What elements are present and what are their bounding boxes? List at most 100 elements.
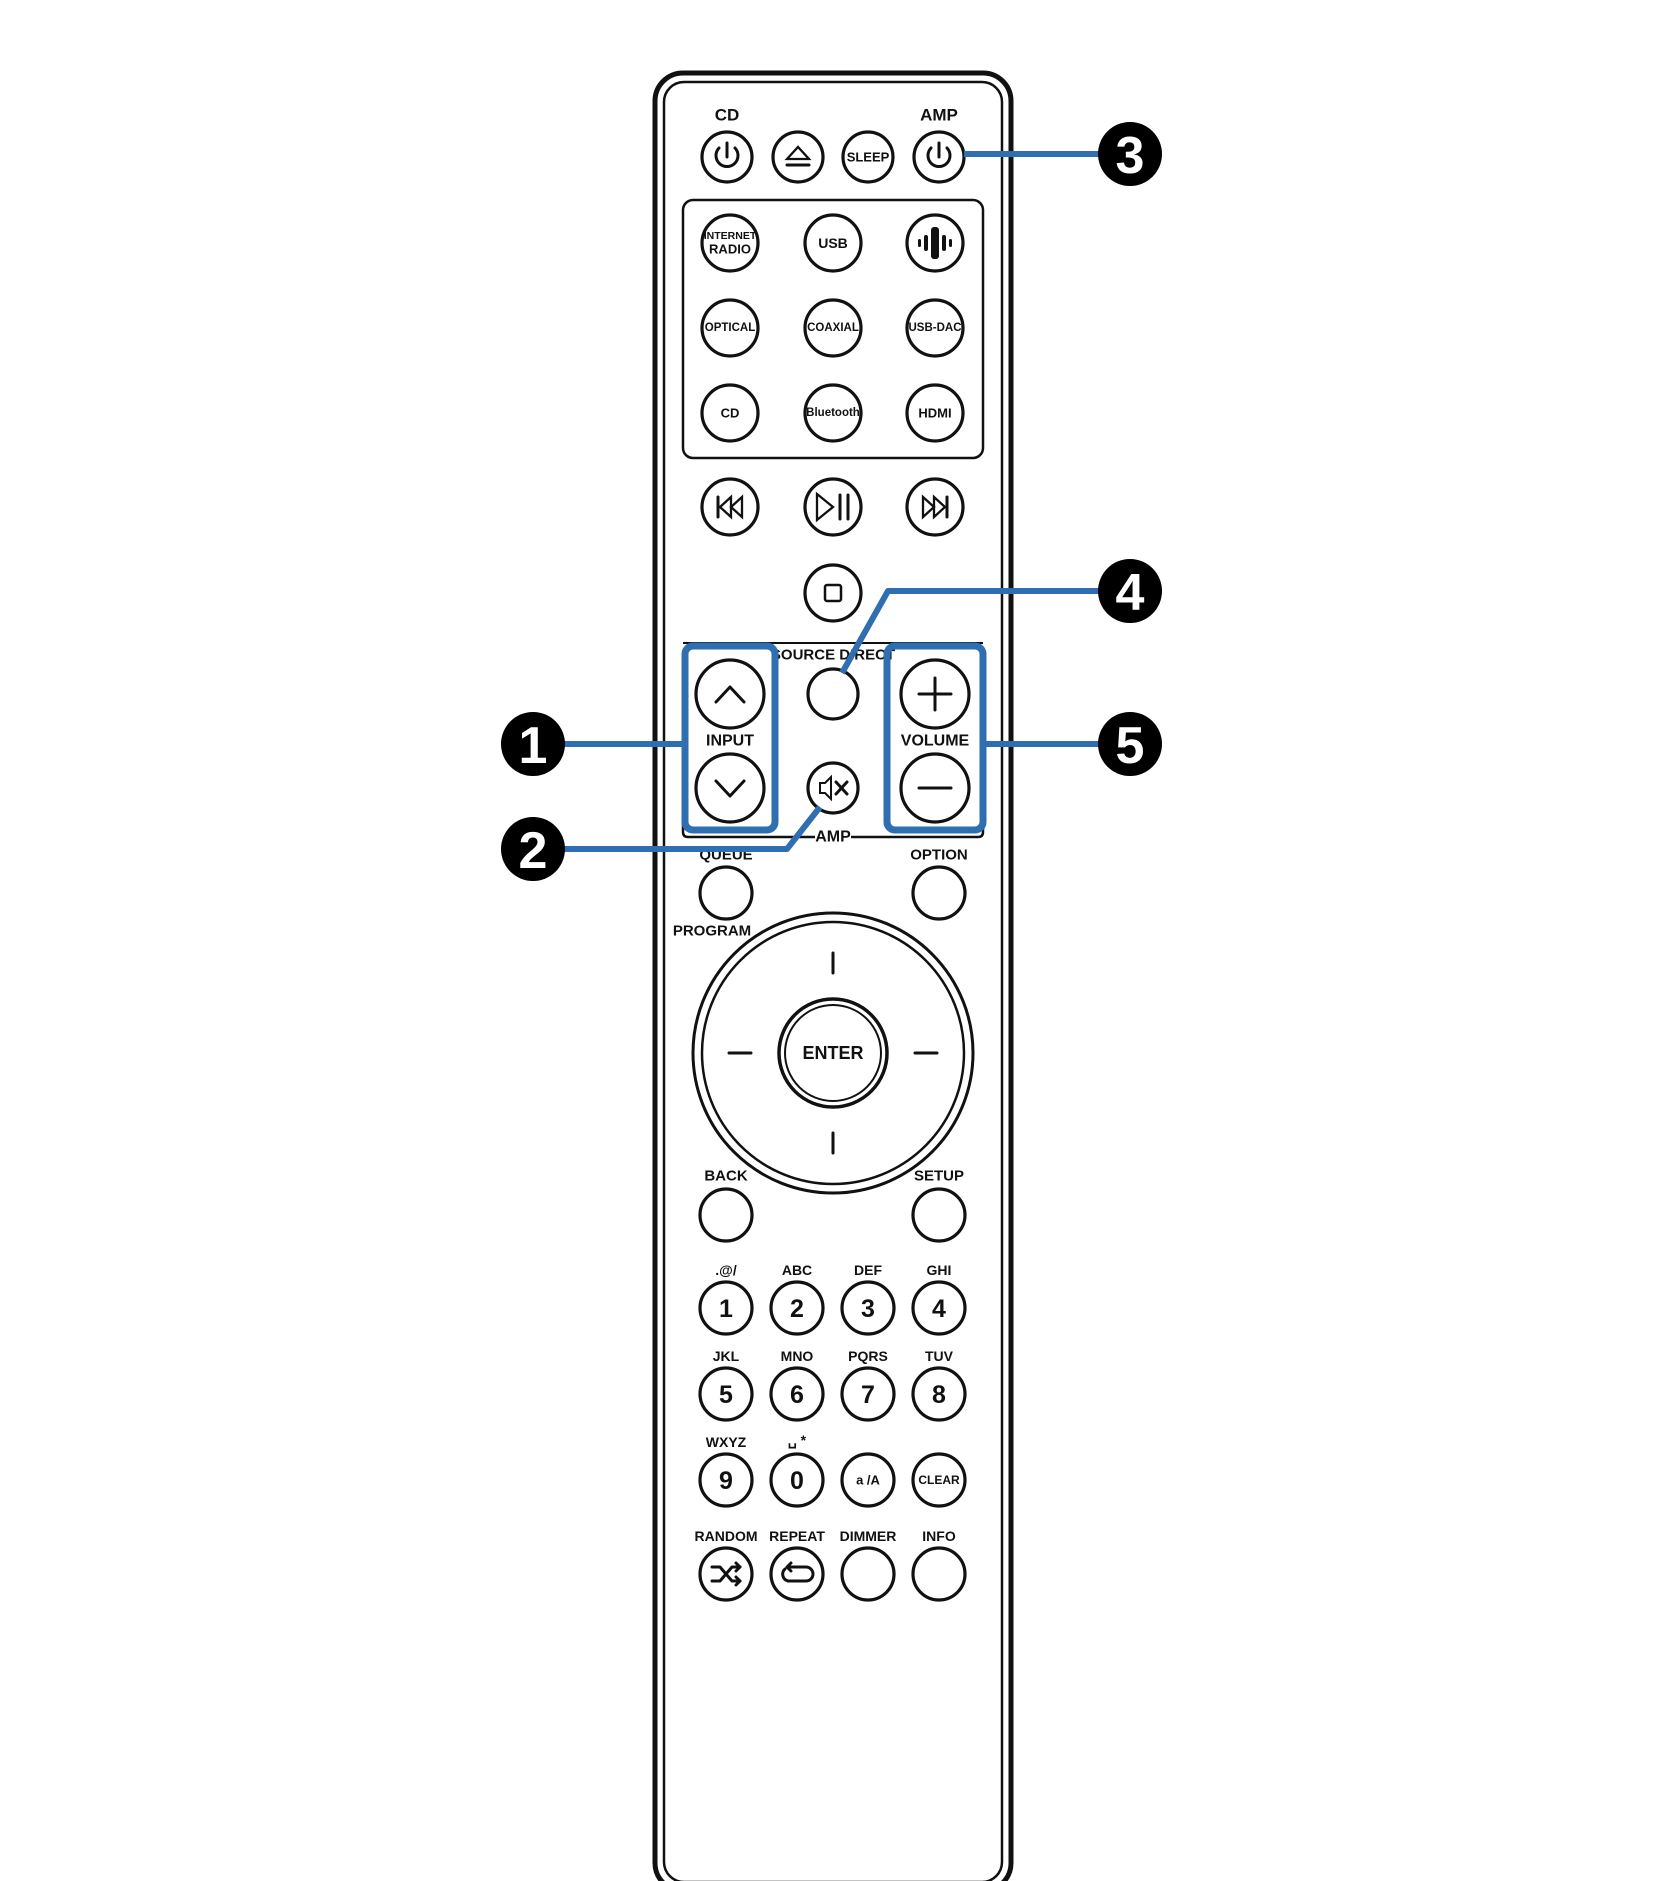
- usb-button[interactable]: USB: [803, 213, 863, 273]
- enter-button[interactable]: ENTER: [777, 997, 889, 1109]
- info-label: INFO: [922, 1528, 956, 1544]
- key-0[interactable]: 0: [769, 1452, 825, 1508]
- key-7-letters: PQRS: [848, 1348, 888, 1364]
- key-4-letters: GHI: [927, 1262, 952, 1278]
- key-3-letters: DEF: [854, 1262, 882, 1278]
- cd-power-button[interactable]: [700, 130, 754, 184]
- chevron-down-icon: [714, 779, 746, 798]
- key-8-letters: TUV: [925, 1348, 954, 1364]
- coaxial-button[interactable]: COAXIAL: [803, 298, 863, 358]
- key-8-digit: 8: [932, 1381, 946, 1409]
- heos-icon: [918, 227, 952, 259]
- enter-label: ENTER: [802, 1043, 863, 1063]
- next-button[interactable]: [905, 477, 965, 537]
- key-1[interactable]: 1: [698, 1280, 754, 1336]
- key-2-letters: ABC: [782, 1262, 812, 1278]
- volume-up-button[interactable]: [899, 658, 971, 730]
- setup-button[interactable]: [911, 1187, 967, 1243]
- callout-line-4: [839, 588, 1102, 675]
- play-pause-icon: [815, 491, 850, 523]
- internet-radio-button[interactable]: INTERNET RADIO: [700, 213, 760, 273]
- key-0-letters: ␣ *: [788, 1432, 807, 1449]
- case-toggle-label: a /A: [856, 1473, 880, 1488]
- callout-badge-2: 2: [501, 817, 565, 881]
- cd-source-button[interactable]: CD: [700, 383, 760, 443]
- key-7[interactable]: 7: [840, 1366, 896, 1422]
- stop-button[interactable]: [803, 563, 863, 623]
- heos-button[interactable]: [905, 213, 965, 273]
- internet-label: INTERNET: [704, 230, 757, 242]
- key-5-letters: JKL: [713, 1348, 740, 1364]
- key-3[interactable]: 3: [840, 1280, 896, 1336]
- dimmer-button[interactable]: [840, 1546, 896, 1602]
- key-9-digit: 9: [719, 1467, 733, 1495]
- random-button[interactable]: [698, 1546, 754, 1602]
- repeat-button[interactable]: [769, 1546, 825, 1602]
- callout-badge-3: 3: [1098, 122, 1162, 186]
- source-direct-label: SOURCE DIRECT: [771, 647, 895, 664]
- usb-dac-button[interactable]: USB-DAC: [905, 298, 965, 358]
- stop-icon: [823, 583, 843, 603]
- callout-number-5: 5: [1116, 717, 1145, 775]
- input-down-button[interactable]: [694, 752, 766, 824]
- callout-box-input: [681, 642, 779, 834]
- key-8[interactable]: 8: [911, 1366, 967, 1422]
- info-button[interactable]: [911, 1546, 967, 1602]
- option-label: OPTION: [910, 847, 968, 864]
- queue-button[interactable]: [698, 865, 754, 921]
- skip-back-icon: [716, 494, 744, 520]
- eject-button[interactable]: [771, 130, 825, 184]
- amp-power-label: AMP: [920, 106, 958, 125]
- sleep-button[interactable]: SLEEP: [841, 130, 895, 184]
- previous-button[interactable]: [700, 477, 760, 537]
- power-icon: [926, 141, 952, 168]
- key-5-digit: 5: [719, 1381, 733, 1409]
- key-6-letters: MNO: [781, 1348, 814, 1364]
- key-0-digit: 0: [790, 1467, 804, 1495]
- play-pause-button[interactable]: [803, 477, 863, 537]
- key-3-digit: 3: [861, 1295, 875, 1323]
- random-label: RANDOM: [695, 1528, 758, 1544]
- source-panel: [681, 198, 985, 460]
- callout-number-3: 3: [1116, 127, 1145, 185]
- power-icon: [714, 141, 740, 168]
- optical-label: OPTICAL: [705, 322, 755, 334]
- key-2[interactable]: 2: [769, 1280, 825, 1336]
- callout-box-volume: [883, 642, 987, 834]
- key-6-digit: 6: [790, 1381, 804, 1409]
- amp-power-button[interactable]: [912, 130, 966, 184]
- key-4[interactable]: 4: [911, 1280, 967, 1336]
- amp-section-label: AMP: [815, 829, 851, 846]
- volume-label: VOLUME: [901, 733, 970, 750]
- amp-section-frame: [681, 655, 985, 839]
- number-keypad: .@/ ABC DEF GHI 1 2 3 4 JKL MNO PQRS TUV…: [698, 1262, 967, 1508]
- program-label: PROGRAM: [673, 923, 751, 940]
- bluetooth-button[interactable]: Bluetooth: [803, 383, 863, 443]
- clear-button[interactable]: CLEAR: [911, 1452, 967, 1508]
- optical-button[interactable]: OPTICAL: [700, 298, 760, 358]
- input-up-button[interactable]: [694, 658, 766, 730]
- option-button[interactable]: [911, 865, 967, 921]
- callout-badge-5: 5: [1098, 712, 1162, 776]
- usb-label: USB: [818, 235, 848, 251]
- volume-down-button[interactable]: [899, 752, 971, 824]
- key-6[interactable]: 6: [769, 1366, 825, 1422]
- eject-icon: [784, 145, 812, 167]
- key-5[interactable]: 5: [698, 1366, 754, 1422]
- bluetooth-label: Bluetooth: [806, 407, 860, 419]
- coaxial-label: COAXIAL: [807, 322, 859, 334]
- repeat-label: REPEAT: [769, 1528, 825, 1544]
- source-direct-button[interactable]: [806, 667, 860, 721]
- case-toggle-button[interactable]: a /A: [840, 1452, 896, 1508]
- hdmi-label: HDMI: [918, 406, 951, 421]
- key-9[interactable]: 9: [698, 1452, 754, 1508]
- hdmi-button[interactable]: HDMI: [905, 383, 965, 443]
- sleep-label: SLEEP: [847, 150, 890, 165]
- mute-button[interactable]: [806, 761, 860, 815]
- back-button[interactable]: [698, 1187, 754, 1243]
- back-label: BACK: [704, 1168, 747, 1185]
- clear-label: CLEAR: [918, 1473, 960, 1487]
- repeat-icon: [781, 1561, 815, 1583]
